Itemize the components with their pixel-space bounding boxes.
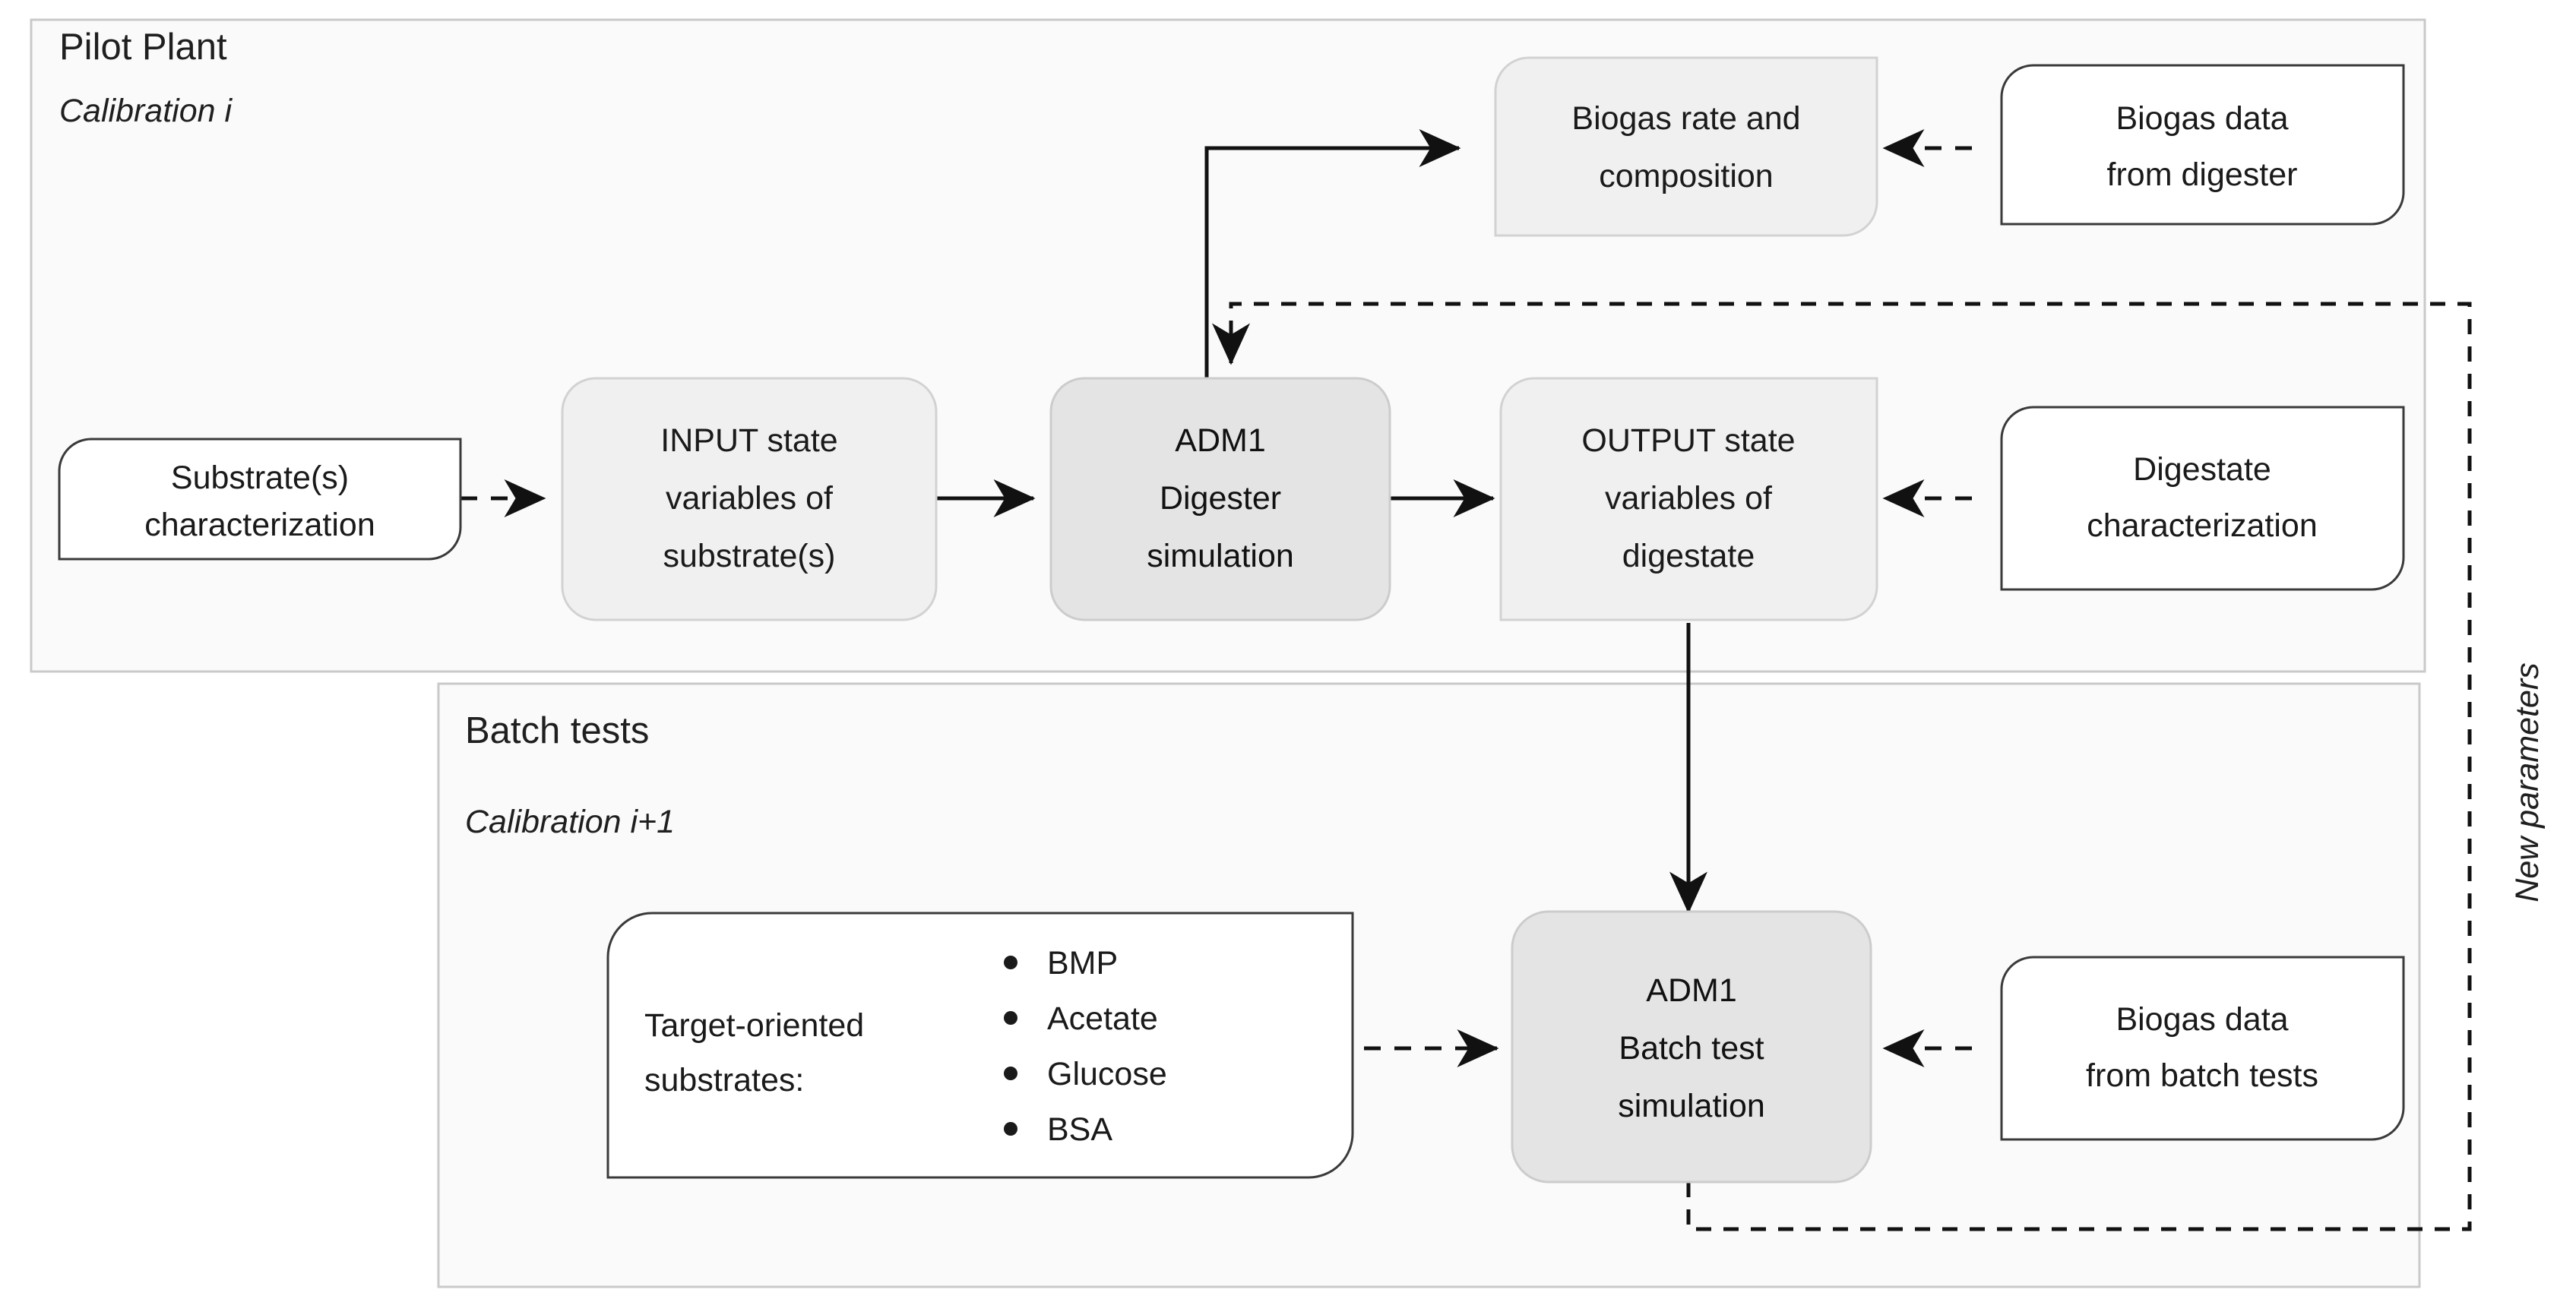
batch-tests-title: Batch tests — [465, 710, 649, 751]
list-item: Acetate — [1047, 1000, 1158, 1037]
substrate-characterization-line2: characterization — [144, 507, 375, 543]
input-state-variables-shape — [561, 377, 938, 621]
biogas-data-digester-shape — [2000, 64, 2405, 226]
target-substrates-heading-line1: Target-oriented — [644, 1007, 864, 1044]
digestate-characterization-shape — [2000, 406, 2405, 591]
list-item: Glucose — [1047, 1056, 1167, 1092]
biogas-data-batch-line2: from batch tests — [2086, 1057, 2318, 1094]
input-state-variables-line1: INPUT state — [660, 422, 837, 459]
pilot-plant-subtitle: Calibration i — [59, 93, 233, 129]
bullet-icon — [1004, 1011, 1017, 1025]
new-parameters-label: New parameters — [2509, 662, 2546, 902]
node-biogas-data-digester[interactable]: Biogas data from digester — [2000, 64, 2405, 226]
node-adm1-batch-test-simulation[interactable]: ADM1 Batch test simulation — [1511, 910, 1872, 1184]
node-output-state-variables[interactable]: OUTPUT state variables of digestate — [1499, 377, 1878, 621]
output-state-variables-line3: digestate — [1622, 538, 1755, 574]
biogas-rate-composition-line2: composition — [1599, 158, 1773, 194]
output-state-variables-line2: variables of — [1605, 480, 1773, 517]
pilot-plant-title: Pilot Plant — [59, 27, 227, 68]
bullet-icon — [1004, 956, 1017, 969]
input-state-variables-line3: substrate(s) — [663, 538, 835, 574]
output-state-variables-shape — [1499, 377, 1878, 621]
adm1-batch-test-line3: simulation — [1618, 1088, 1765, 1124]
adm1-batch-test-line2: Batch test — [1619, 1030, 1764, 1067]
adm1-digester-line2: Digester — [1160, 480, 1281, 517]
adm1-digester-line1: ADM1 — [1175, 422, 1265, 459]
input-state-variables-line2: variables of — [666, 480, 834, 517]
node-biogas-rate-composition[interactable]: Biogas rate and composition — [1494, 56, 1878, 237]
bullet-icon — [1004, 1122, 1017, 1136]
substrate-characterization-shape — [58, 438, 462, 561]
digestate-characterization-line2: characterization — [2087, 507, 2318, 544]
biogas-data-batch-line1: Biogas data — [2116, 1001, 2288, 1038]
batch-tests-subtitle: Calibration i+1 — [465, 804, 675, 840]
biogas-data-batch-shape — [2000, 956, 2405, 1141]
connector-new-parameters-feedback — [1212, 302, 2472, 1231]
node-biogas-data-batch-tests[interactable]: Biogas data from batch tests — [2000, 956, 2405, 1141]
target-substrates-list: BMP Acetate Glucose BSA — [1004, 945, 1167, 1148]
list-item: BSA — [1047, 1111, 1112, 1148]
node-substrate-characterization[interactable]: Substrate(s) characterization — [58, 438, 462, 561]
node-digestate-characterization[interactable]: Digestate characterization — [2000, 406, 2405, 591]
adm1-digester-shape — [1049, 377, 1391, 621]
list-item: BMP — [1047, 945, 1118, 981]
adm1-batch-test-shape — [1511, 910, 1872, 1184]
target-substrates-shape — [606, 912, 1354, 1179]
output-state-variables-line1: OUTPUT state — [1581, 422, 1795, 459]
new-parameters-label-group: New parameters — [2509, 662, 2546, 902]
target-substrates-heading-line2: substrates: — [644, 1062, 804, 1098]
biogas-data-digester-line1: Biogas data — [2116, 100, 2288, 137]
adm1-digester-line3: simulation — [1147, 538, 1294, 574]
biogas-rate-composition-line1: Biogas rate and — [1571, 100, 1800, 137]
node-target-oriented-substrates[interactable]: Target-oriented substrates: BMP Acetate … — [606, 912, 1354, 1179]
node-adm1-digester-simulation[interactable]: ADM1 Digester simulation — [1049, 377, 1391, 621]
biogas-rate-composition-shape — [1494, 56, 1878, 237]
bullet-icon — [1004, 1067, 1017, 1080]
connector-adm1-to-biogas-rate — [1204, 129, 1461, 378]
substrate-characterization-line1: Substrate(s) — [171, 460, 349, 496]
biogas-data-digester-line2: from digester — [2107, 156, 2298, 193]
digestate-characterization-line1: Digestate — [2133, 451, 2271, 488]
adm1-batch-test-line1: ADM1 — [1646, 972, 1736, 1009]
node-input-state-variables[interactable]: INPUT state variables of substrate(s) — [561, 377, 938, 621]
